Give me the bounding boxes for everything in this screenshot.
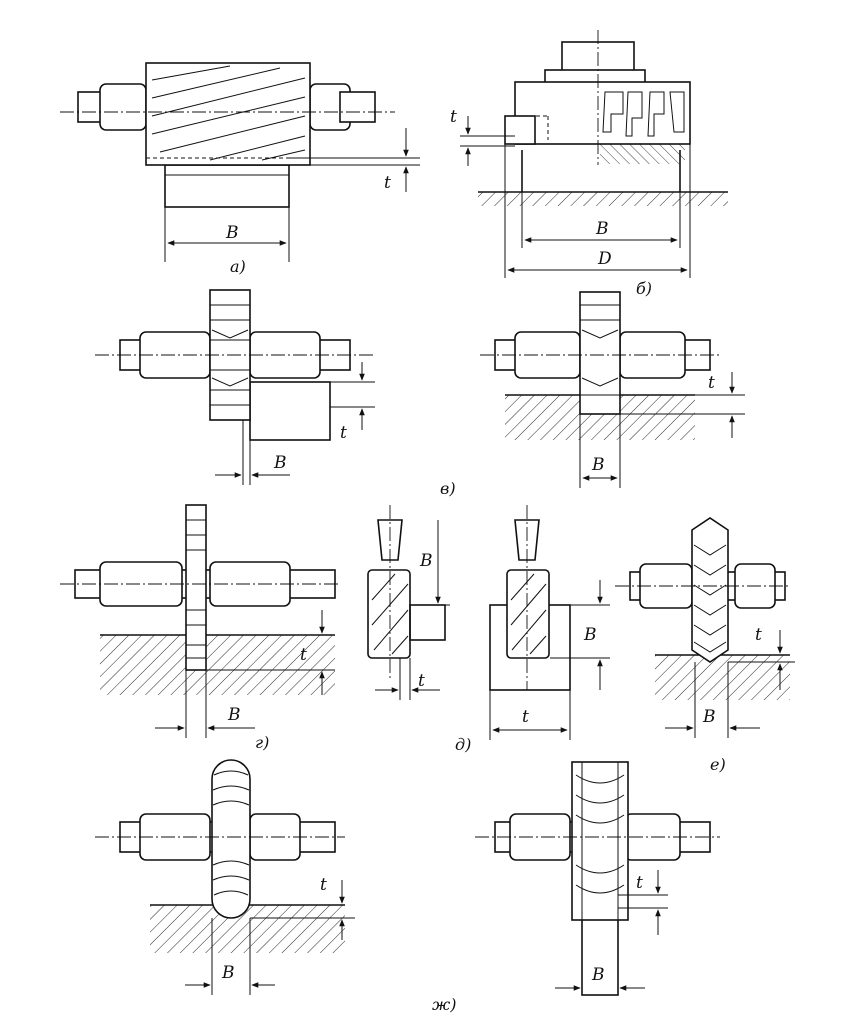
figure-zh-right: B t ж) xyxy=(432,761,720,1014)
label-B-a: B xyxy=(225,223,239,243)
label-t-d-left: t xyxy=(418,671,425,691)
label-t-a: t xyxy=(384,173,391,193)
figure-d-left: t B xyxy=(367,505,450,700)
caption-zh: ж) xyxy=(432,995,456,1014)
caption-v: в) xyxy=(440,479,456,498)
figure-g: B t г) xyxy=(60,504,340,752)
label-t-zh-right: t xyxy=(636,873,643,893)
label-D-b: D xyxy=(597,249,612,269)
label-B-b: B xyxy=(595,219,609,239)
label-B-e: B xyxy=(702,707,716,727)
figure-v-left: B t xyxy=(95,289,375,485)
herringbone-cutter xyxy=(691,517,729,663)
figure-zh-left: B t xyxy=(95,759,355,995)
concave-cutter xyxy=(571,761,629,921)
label-t-v-left: t xyxy=(340,423,347,443)
caption-d: д) xyxy=(455,735,471,754)
label-B-zh-left: B xyxy=(221,963,235,983)
label-t-d-right: t xyxy=(522,707,529,727)
end-mill-left xyxy=(367,569,411,659)
figure-a: B t а) xyxy=(60,62,420,276)
figure-v-right: B t в) xyxy=(440,291,745,498)
figure-e: B t е) xyxy=(615,517,795,774)
label-B-g: B xyxy=(227,705,241,725)
slitting-saw xyxy=(185,504,207,671)
caption-g: г) xyxy=(255,733,269,752)
label-B-v-right: B xyxy=(591,455,605,475)
label-t-g: t xyxy=(300,645,307,665)
caption-b: б) xyxy=(636,279,652,298)
label-B-d-left: B xyxy=(419,551,433,571)
workpiece-a xyxy=(164,164,290,208)
caption-a: а) xyxy=(230,257,246,276)
label-t-v-right: t xyxy=(708,373,715,393)
label-B-d-right: B xyxy=(583,625,597,645)
figure-b: B D t б) xyxy=(450,30,728,298)
label-t-b: t xyxy=(450,107,457,127)
label-B-v-left: B xyxy=(273,453,287,473)
label-t-e: t xyxy=(755,625,762,645)
convex-cutter xyxy=(211,759,251,919)
label-B-zh-right: B xyxy=(591,965,605,985)
disk-cutter-right xyxy=(579,291,621,415)
caption-e: е) xyxy=(710,755,726,774)
figure-d-right: t B д) xyxy=(455,505,610,754)
label-t-zh-left: t xyxy=(320,875,327,895)
